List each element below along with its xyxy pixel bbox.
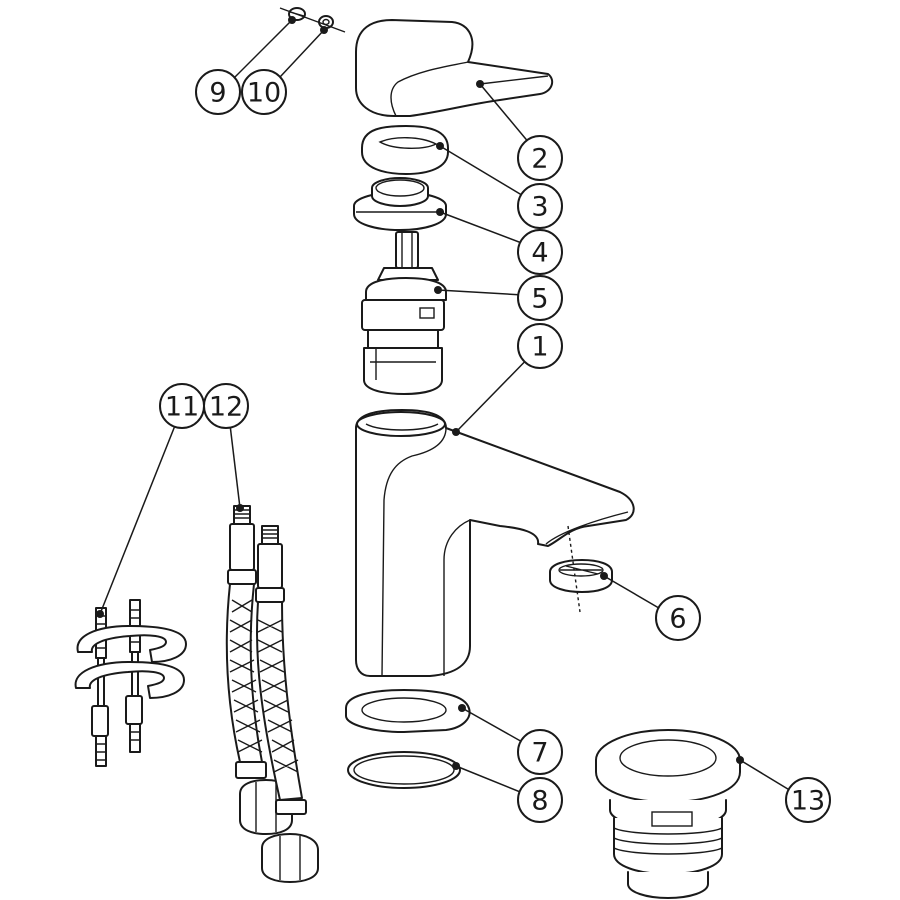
- callout-11: 11: [159, 383, 205, 429]
- callout-7-label: 7: [531, 738, 548, 769]
- callout-2-label: 2: [531, 144, 548, 175]
- callout-8-label: 8: [531, 786, 548, 817]
- callout-6-label: 6: [669, 604, 686, 635]
- flex-hoses-part-12: [225, 505, 319, 883]
- callout-6: 6: [655, 595, 701, 641]
- cartridge-part-5: [361, 231, 447, 395]
- callout-10: 10: [241, 69, 287, 115]
- callout-2: 2: [517, 135, 563, 181]
- screw-axis-line: [279, 7, 346, 33]
- callout-7: 7: [517, 729, 563, 775]
- callout-1: 1: [517, 323, 563, 369]
- callout-5-label: 5: [531, 284, 548, 315]
- aerator-axis-line: [567, 525, 581, 613]
- callout-13-label: 13: [791, 786, 825, 817]
- mounting-studs-part-11: [74, 599, 187, 767]
- base-gasket-part-7: [345, 689, 471, 733]
- callout-4-label: 4: [531, 238, 548, 269]
- callout-12: 12: [203, 383, 249, 429]
- callout-13: 13: [785, 777, 831, 823]
- callout-3: 3: [517, 183, 563, 229]
- dome-cover-part-3: [361, 125, 449, 175]
- callout-5: 5: [517, 275, 563, 321]
- callout-10-label: 10: [247, 78, 281, 109]
- handle-lever-part-2: [355, 19, 554, 117]
- callout-8: 8: [517, 777, 563, 823]
- callout-1-label: 1: [531, 332, 548, 363]
- callout-4: 4: [517, 229, 563, 275]
- callout-12-label: 12: [209, 392, 243, 423]
- retaining-nut-part-4: [353, 177, 447, 231]
- callout-9: 9: [195, 69, 241, 115]
- callout-3-label: 3: [531, 192, 548, 223]
- callout-9-label: 9: [209, 78, 226, 109]
- faucet-body-part-1: [355, 409, 635, 677]
- popup-waste-part-13: [595, 729, 741, 899]
- aerator-part-6: [549, 525, 613, 613]
- o-ring-part-8: [347, 751, 461, 789]
- callout-11-label: 11: [165, 392, 199, 423]
